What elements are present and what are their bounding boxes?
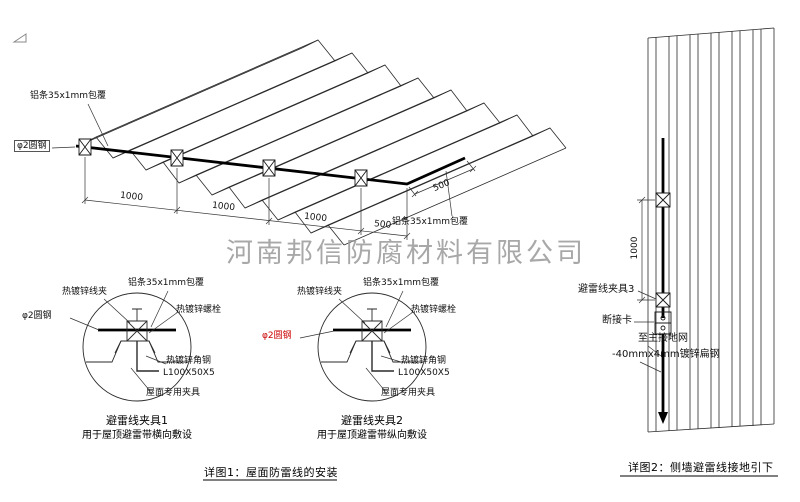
figure1-caption: 详图1：屋面防雷线的安装	[204, 466, 338, 479]
roof-rod-label: φ2圆钢	[14, 140, 50, 153]
detail1-subtitle: 用于屋顶避雷带横向敷设	[82, 430, 192, 441]
detail2-label-wire-clamp: 热镀锌线夹	[297, 287, 343, 297]
detail1-leaders	[69, 290, 179, 392]
roof-slant-dimension	[408, 160, 477, 198]
detail1-label-angle-size: L100X50X5	[163, 368, 215, 378]
detail2-subtitle: 用于屋顶避雷带纵向敷设	[317, 430, 427, 441]
detail1-label-bolt: 热镀锌螺栓	[176, 305, 222, 315]
roof-strip-label-top: 铝条35x1mm包覆	[30, 91, 107, 101]
ground-arrow-icon	[658, 412, 668, 424]
wall-label-disconnect: 断接卡	[602, 315, 632, 326]
detail-circle-1	[82, 292, 192, 402]
corner-mark	[12, 33, 27, 43]
detail2-label-angle-steel: 热镀锌角钢	[401, 356, 447, 366]
roof-ridge-lines	[79, 39, 567, 246]
detail1-angle-steel	[136, 341, 159, 372]
detail1-label-strip: 铝条35x1mm包覆	[128, 278, 205, 288]
detail2-angle-steel	[371, 341, 394, 372]
wall-label-to-ground: 至主接地网	[638, 333, 688, 344]
detail1-clamp	[126, 320, 148, 342]
detail2-title: 避雷线夹具2	[341, 414, 403, 427]
detail2-label-roof-fixture: 屋面专用夹具	[381, 388, 436, 398]
detail1-label-wire-clamp: 热镀锌线夹	[62, 287, 108, 297]
detail2-label-angle-size: L100X50X5	[398, 368, 450, 378]
detail2-clamp	[361, 320, 383, 342]
roof-lightning-wire	[75, 144, 466, 186]
detail-circle-2	[317, 292, 427, 402]
wall-label-flat-steel: -40mmx4mm镀锌扁钢	[612, 349, 720, 360]
detail1-title: 避雷线夹具1	[106, 414, 168, 427]
detail1-label-roof-fixture: 屋面专用夹具	[146, 388, 201, 398]
detail2-label-bolt: 热镀锌螺栓	[411, 305, 457, 315]
detail1-bolt	[132, 308, 142, 321]
wall-wire-clamps	[655, 192, 671, 308]
roof-dimension-chain	[81, 157, 477, 240]
watermark: 河南邦信防腐材料有限公司	[226, 238, 586, 269]
wall-corrugation-lines	[647, 28, 775, 432]
detail2-leaders	[299, 290, 414, 392]
detail2-bolt	[367, 308, 377, 321]
roof-back-edge	[301, 39, 567, 149]
roof-dim-500: 500	[373, 219, 392, 231]
detail1-label-rod: φ2圆钢	[22, 311, 52, 321]
figure2-caption: 详图2：侧墙避雷线接地引下	[628, 461, 774, 474]
detail1-label-angle-steel: 热镀锌角钢	[166, 356, 212, 366]
wall-disconnect-link	[654, 311, 672, 335]
wall-dimension	[637, 196, 655, 304]
wall-leaders	[634, 290, 662, 373]
detail1-fixture	[114, 340, 156, 354]
wall-drawing	[647, 27, 775, 433]
roof-strip-label-bottom: 铝条35x1mm包覆	[392, 217, 469, 227]
wall-label-clamp3: 避雷线夹具3	[578, 284, 635, 295]
detail2-label-rod: φ2圆钢	[262, 331, 292, 341]
detail2-fixture	[349, 340, 391, 354]
roof-leaders	[51, 103, 453, 217]
detail2-label-strip: 铝条35x1mm包覆	[363, 278, 440, 288]
wall-dim-1000: 1000	[630, 236, 640, 260]
roof-wire-clamps	[78, 138, 368, 187]
